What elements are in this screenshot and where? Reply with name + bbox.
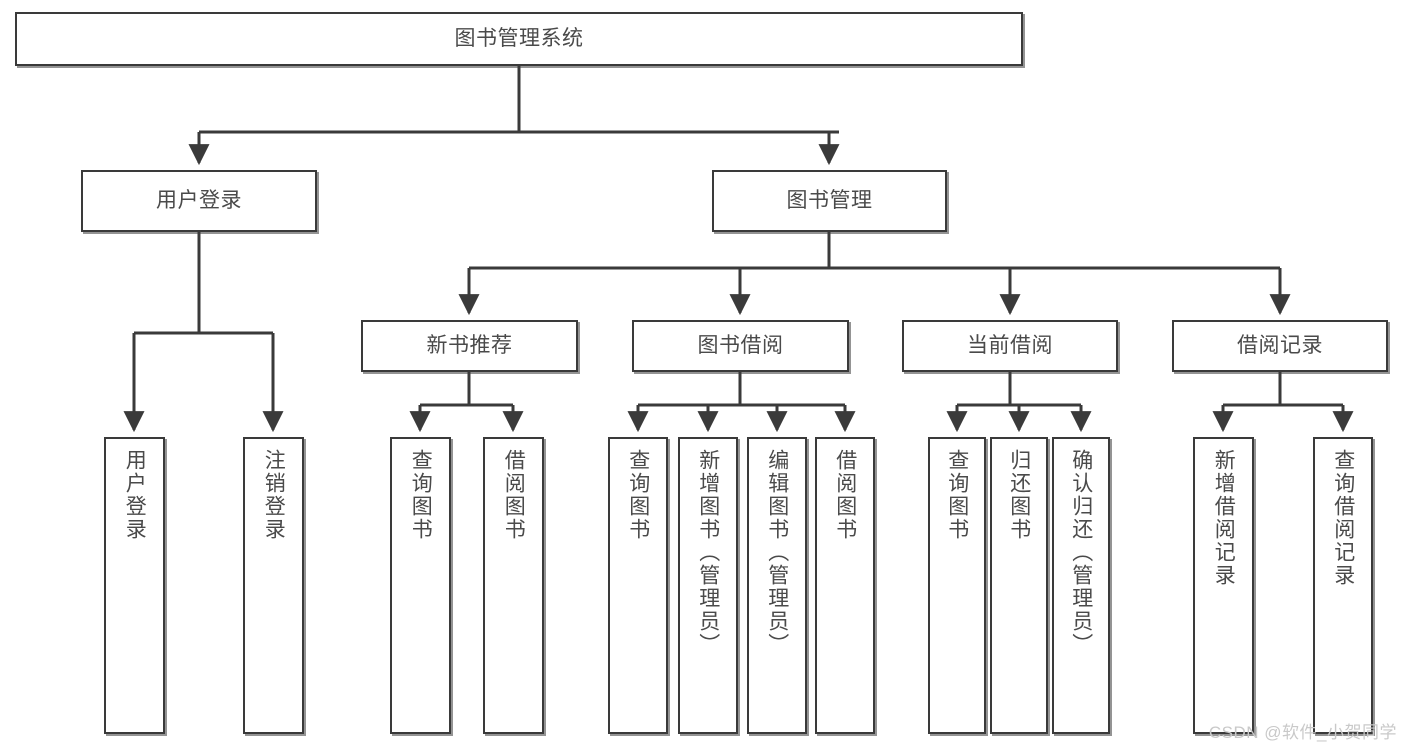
node-leaf-query-book-1[interactable]: 查询图书 xyxy=(390,437,451,734)
node-leaf-logout-label: 注销登录 xyxy=(262,449,286,541)
node-leaf-query-book-2-label: 查询图书 xyxy=(626,449,650,541)
node-leaf-add-borrow-record[interactable]: 新增借阅记录 xyxy=(1193,437,1254,734)
node-user-login-label: 用户登录 xyxy=(156,188,242,212)
node-leaf-query-book-3-label: 查询图书 xyxy=(945,449,969,541)
watermark: CSDN @软件_小贺同学 xyxy=(1208,723,1397,742)
node-leaf-query-borrow-record-label: 查询借阅记录 xyxy=(1331,449,1355,587)
node-borrow-record-label: 借阅记录 xyxy=(1237,333,1323,357)
node-leaf-borrow-book-1[interactable]: 借阅图书 xyxy=(483,437,544,734)
node-leaf-return-book[interactable]: 归还图书 xyxy=(990,437,1048,734)
node-leaf-confirm-return-admin[interactable]: 确认归还（管理员） xyxy=(1052,437,1110,734)
node-leaf-edit-book-admin-label: 编辑图书（管理员） xyxy=(765,449,789,656)
node-leaf-borrow-book-2-label: 借阅图书 xyxy=(833,449,857,541)
node-leaf-query-book-3[interactable]: 查询图书 xyxy=(928,437,986,734)
node-root-label: 图书管理系统 xyxy=(454,26,584,50)
node-user-login[interactable]: 用户登录 xyxy=(81,170,317,232)
node-leaf-edit-book-admin[interactable]: 编辑图书（管理员） xyxy=(747,437,807,734)
node-leaf-query-book-1-label: 查询图书 xyxy=(409,449,433,541)
node-leaf-add-borrow-record-label: 新增借阅记录 xyxy=(1212,449,1236,587)
node-leaf-add-book-admin-label: 新增图书（管理员） xyxy=(696,449,720,656)
node-leaf-return-book-label: 归还图书 xyxy=(1007,449,1031,541)
node-leaf-borrow-book-2[interactable]: 借阅图书 xyxy=(815,437,875,734)
node-borrow-record[interactable]: 借阅记录 xyxy=(1172,320,1388,372)
node-new-book-rec-label: 新书推荐 xyxy=(426,333,513,357)
node-book-manage-label: 图书管理 xyxy=(786,188,873,212)
node-current-borrow-label: 当前借阅 xyxy=(967,333,1053,357)
node-root[interactable]: 图书管理系统 xyxy=(15,12,1023,66)
node-book-borrow[interactable]: 图书借阅 xyxy=(632,320,849,372)
node-current-borrow[interactable]: 当前借阅 xyxy=(902,320,1118,372)
node-new-book-rec[interactable]: 新书推荐 xyxy=(361,320,578,372)
node-leaf-borrow-book-1-label: 借阅图书 xyxy=(502,449,526,541)
node-leaf-confirm-return-admin-label: 确认归还（管理员） xyxy=(1069,449,1093,656)
node-leaf-logout[interactable]: 注销登录 xyxy=(243,437,304,734)
node-leaf-query-book-2[interactable]: 查询图书 xyxy=(608,437,668,734)
node-leaf-add-book-admin[interactable]: 新增图书（管理员） xyxy=(678,437,738,734)
node-leaf-user-login[interactable]: 用户登录 xyxy=(104,437,165,734)
node-leaf-user-login-label: 用户登录 xyxy=(123,449,147,541)
node-book-borrow-label: 图书借阅 xyxy=(697,333,784,357)
node-leaf-query-borrow-record[interactable]: 查询借阅记录 xyxy=(1313,437,1373,734)
node-book-manage[interactable]: 图书管理 xyxy=(712,170,947,232)
